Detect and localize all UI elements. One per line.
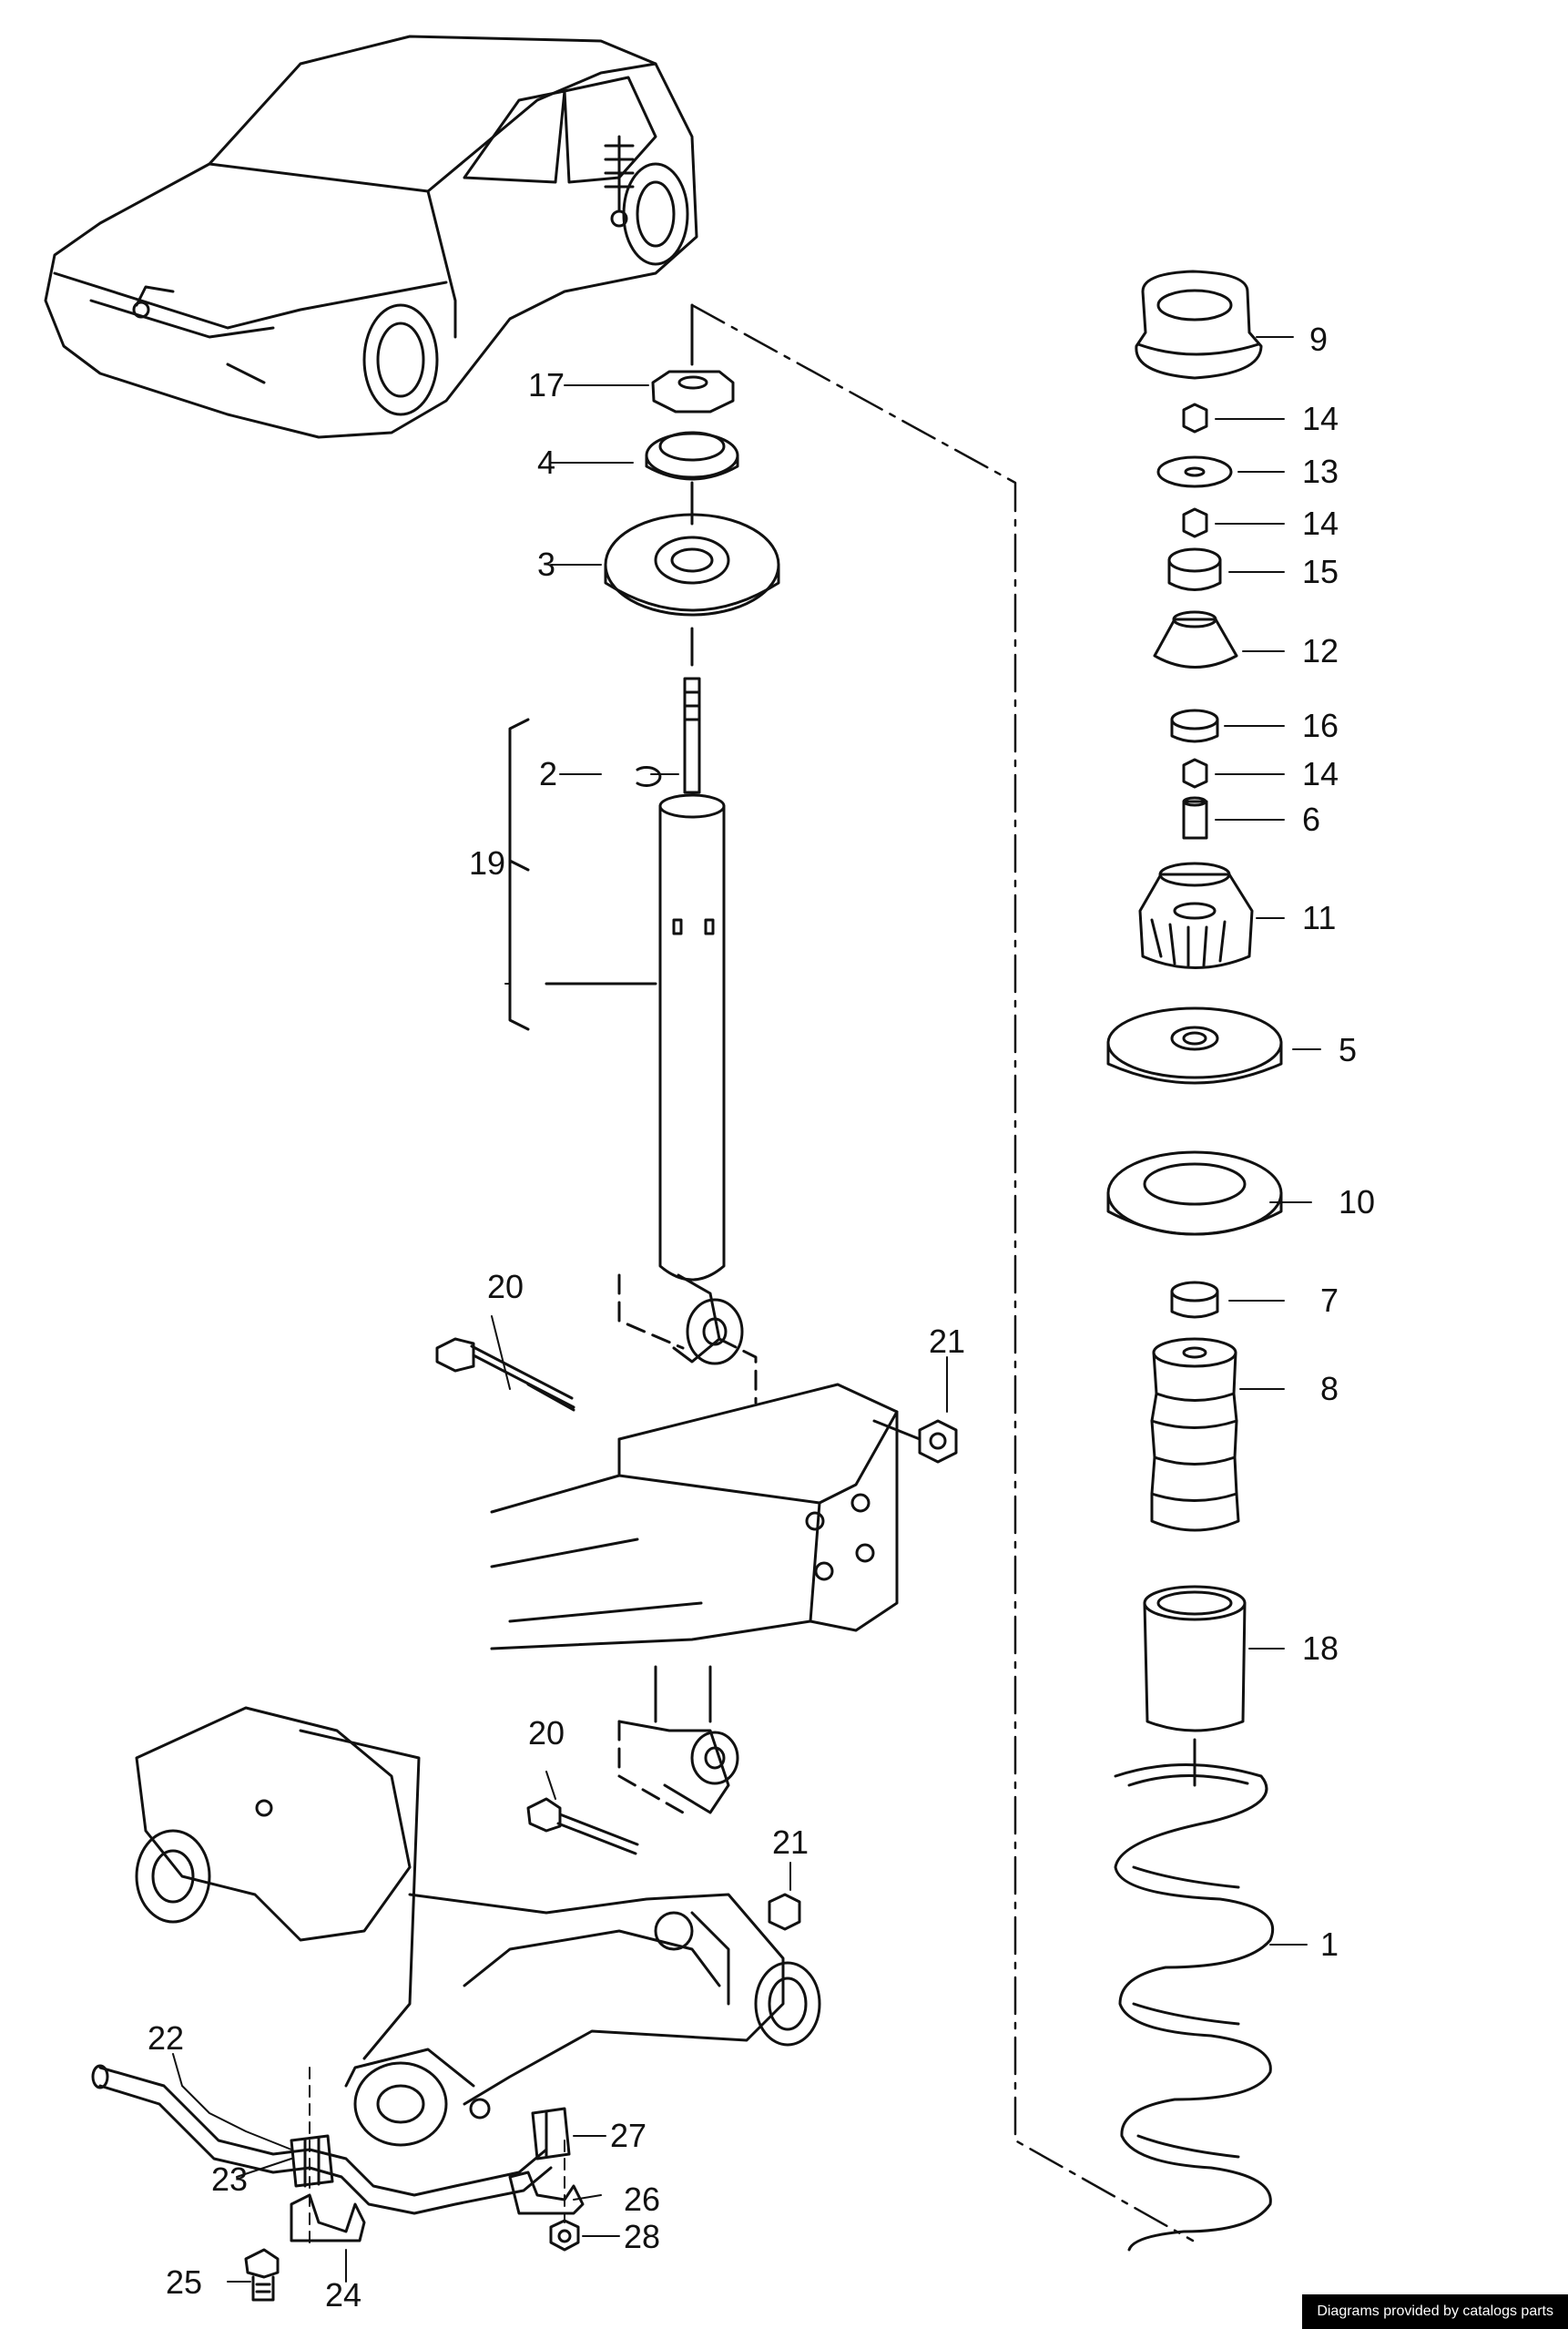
label-part-22: 22: [148, 2019, 184, 2057]
label-part-11: 11: [1302, 899, 1336, 936]
label-part-17: 17: [528, 366, 565, 403]
label-part-25: 25: [166, 2263, 202, 2301]
label-part-6: 6: [1302, 801, 1320, 838]
label-part-3: 3: [537, 546, 555, 583]
label-part-20-b: 20: [528, 1714, 565, 1752]
label-part-9: 9: [1309, 321, 1328, 358]
label-part-14-b: 14: [1302, 505, 1339, 542]
label-part-16: 16: [1302, 707, 1339, 744]
label-part-7: 7: [1320, 1282, 1339, 1319]
label-part-24: 24: [325, 2276, 361, 2314]
label-part-20-a: 20: [487, 1268, 524, 1305]
label-part-15: 15: [1302, 553, 1339, 590]
label-part-19: 19: [469, 844, 505, 882]
label-part-21-b: 21: [772, 1823, 809, 1861]
label-part-14-a: 14: [1302, 400, 1339, 437]
car-illustration: [44, 35, 698, 439]
label-part-2: 2: [539, 755, 557, 792]
assembly-boundary-line: [690, 303, 1195, 2242]
label-part-21-a: 21: [929, 1323, 965, 1360]
leader-lines-left: [172, 384, 948, 2283]
label-part-12: 12: [1302, 632, 1339, 669]
attribution-footer: Diagrams provided by catalogs parts: [1302, 2294, 1568, 2329]
part-labels: 9 14 13 14 15 12 16 14 6 11 5 10 7 8 18 …: [148, 321, 1375, 2314]
label-part-1: 1: [1320, 1926, 1339, 1963]
rear-axle-lower: [91, 1665, 821, 2302]
label-part-13: 13: [1302, 453, 1339, 490]
label-part-10: 10: [1339, 1183, 1375, 1221]
label-part-18: 18: [1302, 1629, 1339, 1667]
spring-column: [1106, 270, 1321, 2252]
label-part-23: 23: [211, 2160, 248, 2198]
label-part-4: 4: [537, 444, 555, 481]
label-part-27: 27: [610, 2117, 647, 2154]
axle-beam-upper: [435, 1273, 958, 1650]
strut-assembly: [508, 303, 780, 1282]
label-part-5: 5: [1339, 1031, 1357, 1068]
label-part-28: 28: [624, 2218, 660, 2255]
label-part-8: 8: [1320, 1370, 1339, 1407]
label-part-26: 26: [624, 2181, 660, 2218]
label-part-14-c: 14: [1302, 755, 1339, 792]
